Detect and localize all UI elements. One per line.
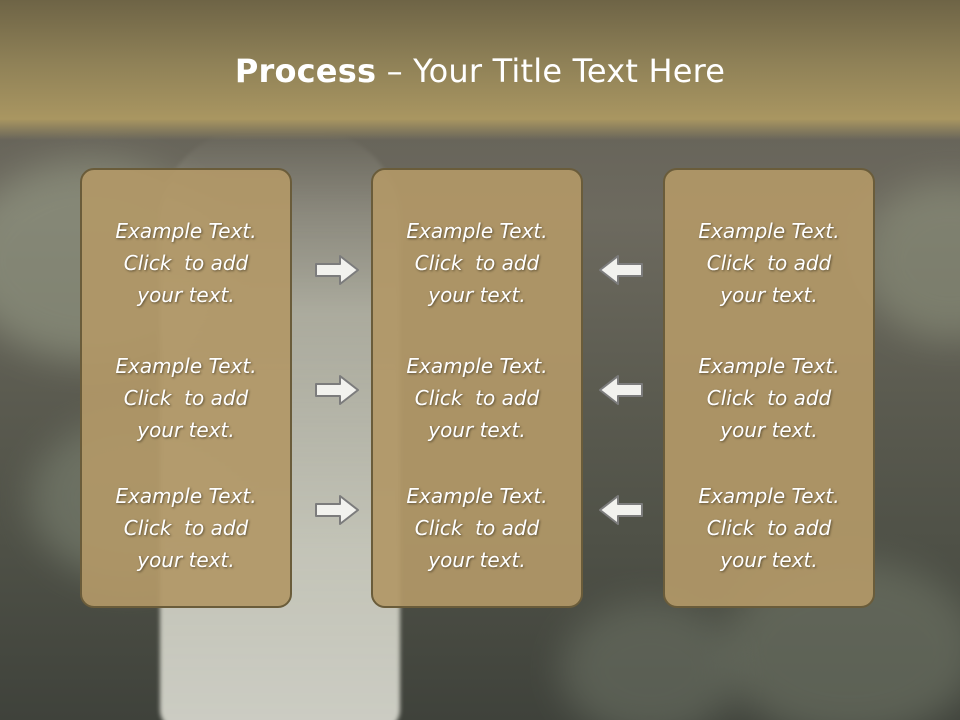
text-line: your text. bbox=[428, 418, 526, 442]
text-line: your text. bbox=[137, 548, 235, 572]
text-line: Example Text. bbox=[406, 354, 548, 378]
text-line: your text. bbox=[428, 548, 526, 572]
panel-text-block[interactable]: Example Text. Click to add your text. bbox=[82, 480, 290, 576]
panel-text-block[interactable]: Example Text. Click to add your text. bbox=[665, 350, 873, 446]
text-line: Example Text. bbox=[115, 484, 257, 508]
text-line: Click to add bbox=[706, 516, 832, 540]
text-line: Click to add bbox=[414, 251, 540, 275]
background-blur bbox=[860, 180, 960, 340]
arrow-left-icon bbox=[599, 255, 643, 285]
text-line: Click to add bbox=[706, 251, 832, 275]
text-line: Click to add bbox=[123, 251, 249, 275]
text-line: Click to add bbox=[123, 386, 249, 410]
arrow-right-icon bbox=[315, 255, 359, 285]
text-line: Click to add bbox=[414, 516, 540, 540]
arrow-right-icon bbox=[315, 495, 359, 525]
panel-text-block[interactable]: Example Text. Click to add your text. bbox=[665, 480, 873, 576]
process-panel-right[interactable]: Example Text. Click to add your text. Ex… bbox=[663, 168, 875, 608]
slide-title[interactable]: Process – Your Title Text Here bbox=[0, 52, 960, 90]
title-bold: Process bbox=[234, 52, 377, 90]
text-line: your text. bbox=[720, 548, 818, 572]
text-line: Click to add bbox=[706, 386, 832, 410]
text-line: Example Text. bbox=[698, 484, 840, 508]
text-line: Example Text. bbox=[698, 219, 840, 243]
process-panel-center[interactable]: Example Text. Click to add your text. Ex… bbox=[371, 168, 583, 608]
text-line: Click to add bbox=[123, 516, 249, 540]
panel-text-block[interactable]: Example Text. Click to add your text. bbox=[82, 350, 290, 446]
text-line: Example Text. bbox=[406, 484, 548, 508]
text-line: your text. bbox=[720, 283, 818, 307]
title-rest: – Your Title Text Here bbox=[376, 52, 726, 90]
title-bar bbox=[0, 0, 960, 140]
panel-text-block[interactable]: Example Text. Click to add your text. bbox=[373, 215, 581, 311]
text-line: your text. bbox=[137, 283, 235, 307]
process-panel-left[interactable]: Example Text. Click to add your text. Ex… bbox=[80, 168, 292, 608]
text-line: your text. bbox=[720, 418, 818, 442]
panel-text-block[interactable]: Example Text. Click to add your text. bbox=[665, 215, 873, 311]
text-line: Example Text. bbox=[406, 219, 548, 243]
text-line: Example Text. bbox=[115, 354, 257, 378]
arrow-right-icon bbox=[315, 375, 359, 405]
panel-text-block[interactable]: Example Text. Click to add your text. bbox=[373, 480, 581, 576]
text-line: Example Text. bbox=[115, 219, 257, 243]
panel-text-block[interactable]: Example Text. Click to add your text. bbox=[373, 350, 581, 446]
text-line: Example Text. bbox=[698, 354, 840, 378]
text-line: Click to add bbox=[414, 386, 540, 410]
panel-text-block[interactable]: Example Text. Click to add your text. bbox=[82, 215, 290, 311]
arrow-left-icon bbox=[599, 495, 643, 525]
text-line: your text. bbox=[137, 418, 235, 442]
background-blur bbox=[560, 600, 740, 720]
arrow-left-icon bbox=[599, 375, 643, 405]
text-line: your text. bbox=[428, 283, 526, 307]
